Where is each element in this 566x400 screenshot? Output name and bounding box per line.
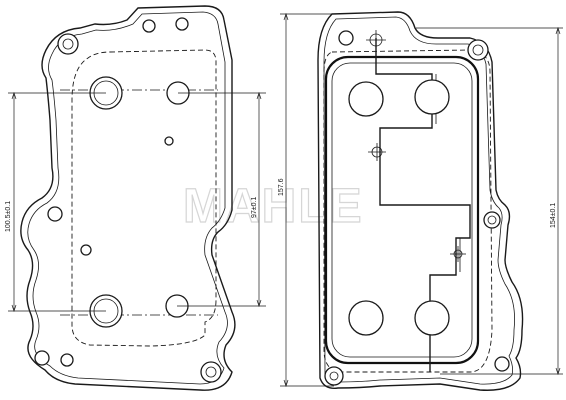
right-flow-path <box>375 38 471 372</box>
right-port-bottom-right <box>414 300 450 336</box>
left-bolt-bottom-mid <box>60 353 74 367</box>
right-view: 157.6 154±0.1 <box>278 11 563 391</box>
right-port-bottom-left <box>348 300 384 336</box>
left-dim-arrow-bottom-2 <box>256 299 262 308</box>
right-dim-arrow-bottom-2 <box>555 367 561 376</box>
right-core-inner <box>331 62 473 358</box>
left-pin-low <box>80 244 92 256</box>
left-bolt-top <box>142 19 156 33</box>
right-center-mark-top <box>366 30 386 50</box>
left-dim-arrow-top-2 <box>256 91 262 100</box>
left-mount-hole-top-inner <box>62 38 74 50</box>
right-overall-dimension: 157.6 <box>278 178 285 196</box>
right-dim-arrow-top <box>283 12 289 21</box>
right-mount-hole-top-right <box>467 39 489 61</box>
left-mount-hole-bottom-inner <box>205 366 217 378</box>
right-dim-arrow-bottom <box>283 379 289 388</box>
right-center-mark-low <box>450 246 466 262</box>
left-height-dimension: 100.5±0.1 <box>5 201 12 232</box>
right-inner-contour <box>323 16 515 385</box>
left-dashed-core <box>71 49 217 347</box>
right-outer-contour <box>317 11 524 391</box>
left-bolt-bottom-left <box>34 350 50 366</box>
right-port-top-left <box>348 81 384 117</box>
left-mount-hole-bottom <box>200 361 222 383</box>
right-dashed-boundary <box>323 49 493 373</box>
right-mount-hole-top-right-inner <box>472 44 484 56</box>
left-inner-dimension: 97±0.1 <box>251 197 258 218</box>
left-inner-contour <box>27 11 228 385</box>
left-mount-hole-top <box>57 33 79 55</box>
left-outer-contour <box>20 5 236 391</box>
right-bolt-top-left <box>338 30 354 46</box>
left-side-hole <box>47 206 63 222</box>
right-side-hole <box>483 211 501 229</box>
right-center-mark-mid <box>368 143 386 161</box>
right-mount-hole-bottom-left-inner <box>329 371 339 381</box>
left-dim-arrow-top <box>11 91 17 100</box>
right-inner-dimension: 154±0.1 <box>550 203 557 228</box>
left-dim-arrow-bottom <box>11 304 17 313</box>
right-side-hole-inner <box>487 215 497 225</box>
watermark-text: MAHLE <box>183 180 364 233</box>
left-pin-mid <box>164 136 174 146</box>
right-dim-arrow-top-2 <box>555 26 561 35</box>
left-view: 100.5±0.1 97±0.1 <box>5 5 266 391</box>
right-port-top-right <box>414 79 450 115</box>
right-bolt-bottom-right <box>494 356 510 372</box>
right-core-outline <box>324 55 480 365</box>
left-center-frame <box>60 89 218 316</box>
right-mount-hole-bottom-left <box>324 366 344 386</box>
left-bolt-top-right <box>175 17 189 31</box>
